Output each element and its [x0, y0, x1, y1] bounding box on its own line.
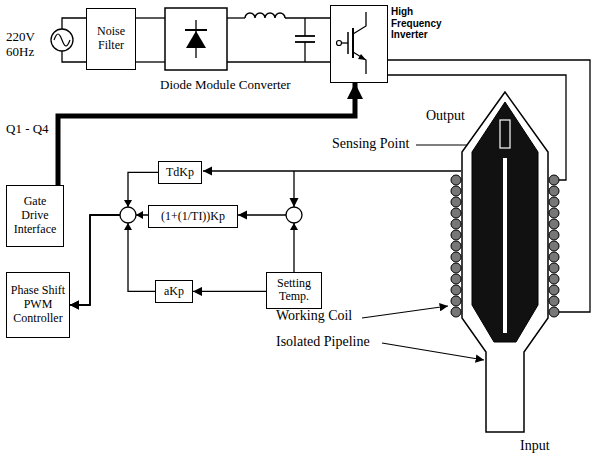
connector — [70, 215, 155, 305]
igbt-symbol — [353, 52, 366, 74]
inductor-symbol — [245, 13, 285, 18]
wire — [227, 61, 330, 62]
box-text: (1+(1/TI))Kp — [161, 210, 225, 224]
signal-label: Q1 - Q4 — [6, 122, 49, 137]
connector — [238, 215, 294, 272]
box-heading: High Frequency Inverter — [391, 6, 449, 41]
part-label: Input — [520, 438, 550, 454]
part-label: Working Coil — [276, 308, 352, 324]
igbt-symbol — [337, 41, 342, 46]
inverter-box: High Frequency Inverter — [330, 5, 388, 83]
summing-junction — [286, 207, 302, 223]
setpoint-box: Setting Temp. — [266, 272, 322, 309]
connector — [193, 291, 266, 292]
box-text: aKp — [164, 285, 184, 299]
working-coil — [451, 175, 559, 317]
wire — [136, 17, 165, 18]
igbt-symbol — [342, 42, 349, 43]
box-text: Gate Drive Interface — [11, 195, 60, 236]
capacitor-symbol — [304, 42, 305, 62]
arrow-head — [290, 223, 298, 230]
connector — [58, 83, 355, 185]
capacitor-symbol — [304, 18, 305, 36]
diode-symbol — [186, 31, 206, 48]
leader-line — [362, 306, 448, 318]
wire — [285, 17, 330, 18]
sine-symbol — [54, 34, 70, 46]
box-text: Noise Filter — [91, 25, 132, 53]
capacitor-symbol — [295, 35, 315, 37]
igbt-symbol — [358, 54, 366, 60]
igbt-symbol — [347, 32, 349, 54]
leader-line — [382, 343, 484, 360]
ac-source-symbol — [51, 29, 73, 51]
temperature-probe — [500, 120, 510, 148]
wire — [62, 18, 86, 29]
igbt-symbol — [352, 28, 354, 58]
part-label: Isolated Pipeline — [276, 334, 370, 350]
igbt-symbol — [353, 12, 366, 34]
wire — [136, 61, 165, 62]
part-label: Diode Module Converter — [160, 78, 291, 93]
gain-box: TdKp — [158, 161, 202, 184]
driver-box: Gate Drive Interface — [6, 185, 64, 247]
box-text: TdKp — [166, 166, 194, 180]
pipe-core — [503, 158, 507, 333]
heated-zone — [472, 102, 538, 342]
filter-box: Noise Filter — [86, 8, 136, 70]
gain-box: aKp — [155, 280, 193, 303]
diode-symbol — [185, 29, 207, 31]
leader-line — [416, 144, 467, 145]
summing-junction — [120, 207, 136, 223]
isolated-pipeline — [462, 92, 548, 432]
feedback-line — [203, 170, 461, 171]
wire — [62, 51, 86, 62]
arrow-head — [124, 223, 132, 230]
arrow-head — [136, 211, 143, 219]
feedback-line — [293, 171, 294, 207]
arrow-head — [124, 200, 132, 207]
connector — [70, 172, 158, 305]
gain-box: (1+(1/TI))Kp — [148, 205, 238, 228]
box-text: Setting Temp. — [271, 277, 318, 305]
rectifier-box — [165, 8, 227, 70]
wire — [227, 17, 245, 18]
part-label: Sensing Point — [332, 136, 409, 152]
part-label: Output — [426, 108, 465, 124]
source-label: 220V 60Hz — [6, 30, 46, 60]
controller-box: Phase Shift PWM Controller — [6, 272, 70, 338]
box-text: Phase Shift PWM Controller — [11, 284, 66, 325]
